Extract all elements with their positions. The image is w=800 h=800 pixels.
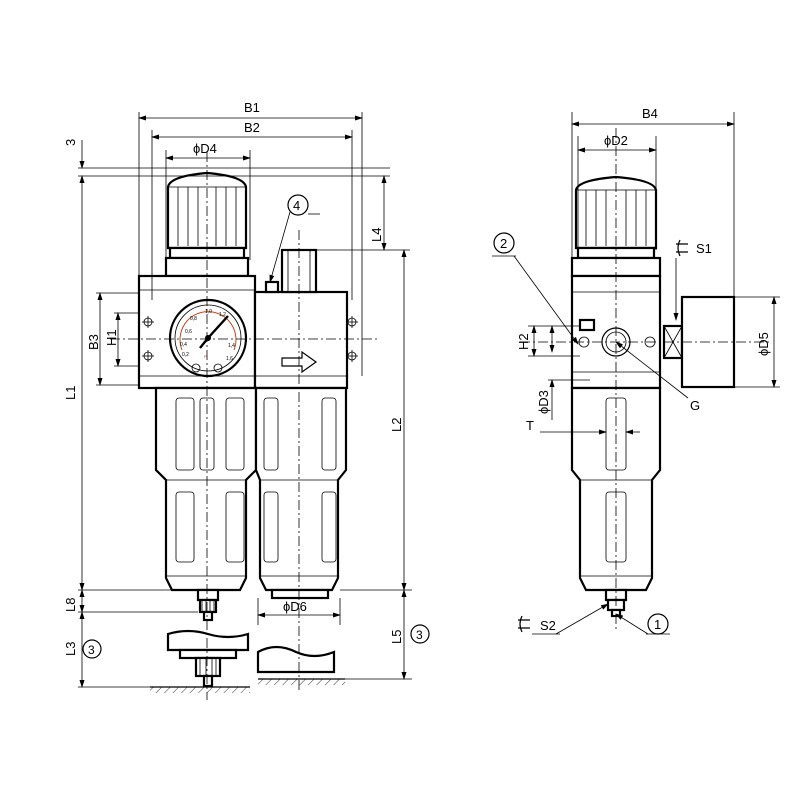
dim-d5: ϕD5: [756, 332, 771, 356]
dim-b4: B4: [642, 106, 658, 121]
dim-l3: L3: [63, 642, 78, 656]
callout-3-left-label: 3: [88, 643, 95, 657]
callout-3-left: 3: [82, 639, 102, 659]
gauge-scale-1: 0,4: [180, 342, 187, 348]
pressure-gauge: 0,6 0,4 0,8 1,0 1,2 1,4 1,6 0,2 P: [168, 298, 248, 378]
label-g: G: [690, 398, 700, 413]
callout-2: 2: [492, 232, 579, 345]
dim-h1: H1: [104, 329, 119, 346]
gauge-marking: P: [204, 354, 207, 359]
lubricator-body: [253, 248, 349, 390]
mounting-holes: [142, 316, 358, 362]
wrench-s2: S2: [518, 603, 609, 635]
dim-h2: H2: [516, 333, 531, 350]
wrench-s1: S1: [673, 239, 712, 321]
side-view: B4 ϕD2 ϕD5 H2 ϕD3 T G 2 S1 S2: [492, 106, 780, 635]
dim-b2: B2: [244, 120, 260, 135]
filter-bowl: [154, 386, 258, 622]
dim-d6: ϕD6: [283, 599, 307, 614]
label-s2: S2: [540, 618, 556, 633]
dim-l4: L4: [369, 228, 384, 242]
callout-1: 1: [615, 613, 670, 635]
wrench-icon: [518, 615, 530, 633]
removed-bowl-left: [166, 629, 250, 688]
wrench-icon: [676, 239, 688, 257]
callout-2-label: 2: [500, 236, 507, 251]
callout-4: 4: [269, 194, 320, 283]
gauge-scale-6: 1,6: [226, 356, 233, 362]
removed-bowl-right: [256, 645, 336, 674]
ground-hatch: [150, 678, 345, 693]
dim-t: T: [526, 418, 534, 433]
dim-d2: ϕD2: [604, 133, 628, 148]
dim-top-offset: 3: [63, 139, 78, 146]
flow-arrow-icon: [281, 350, 318, 374]
callout-1-label: 1: [654, 617, 661, 632]
gauge-scale-2: 0,8: [190, 316, 197, 322]
lubricator-bowl: [254, 386, 348, 600]
dim-d3: ϕD3: [536, 390, 551, 414]
front-view: 0,6 0,4 0,8 1,0 1,2 1,4 1,6 0,2 P: [63, 100, 430, 700]
gauge-scale-3: 1,0: [205, 309, 212, 315]
dim-l5: L5: [389, 630, 404, 644]
gauge-scale-4: 1,2: [219, 312, 226, 318]
callout-3-right: 3: [410, 624, 430, 644]
callout-4-label: 4: [293, 198, 300, 213]
regulator-knob: [164, 171, 250, 278]
dim-l8: L8: [63, 598, 78, 612]
gauge-scale-0: 0,6: [185, 329, 192, 335]
dim-b1: B1: [244, 100, 260, 115]
dim-l1: L1: [63, 386, 78, 400]
callout-3-right-label: 3: [416, 628, 423, 642]
dim-l2: L2: [389, 418, 404, 432]
gauge-scale-7: 0,2: [182, 352, 189, 358]
gauge-scale-5: 1,4: [228, 343, 235, 349]
dim-b3: B3: [86, 334, 101, 350]
dim-d4: ϕD4: [193, 141, 217, 156]
label-s1: S1: [696, 241, 712, 256]
